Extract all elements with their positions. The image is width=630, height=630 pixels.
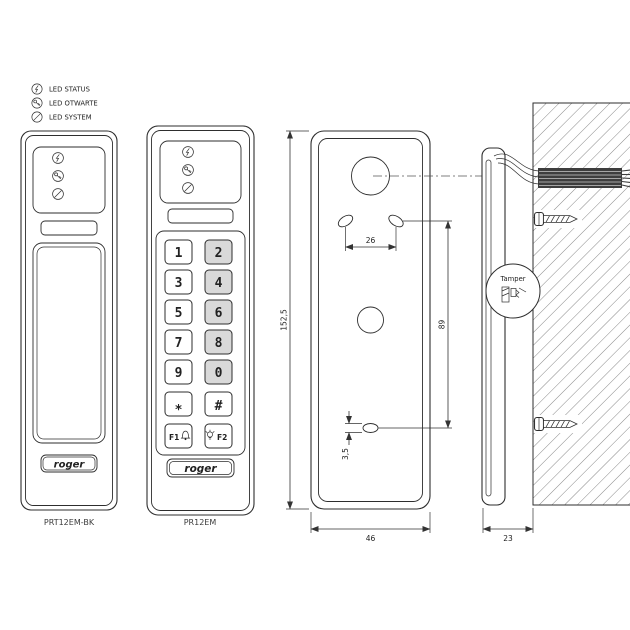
side-view: Tamper 23 [481, 102, 630, 543]
key-3: 3 [164, 269, 193, 295]
led-system-icon [31, 111, 43, 123]
device-prt12em-bk: roger PRT12EM-BK [20, 130, 118, 527]
dim-text-152-5: 152,5 [280, 309, 289, 331]
rear-view: 26 89 152,5 3,5 46 [280, 130, 502, 543]
svg-text:7: 7 [175, 336, 183, 351]
dimension-26: 26 [345, 227, 397, 251]
dimension-152-5: 152,5 [280, 130, 309, 510]
led-status-icon [31, 83, 43, 95]
mounting-screw-bottom [533, 415, 582, 433]
led-otwarte-icon [31, 97, 43, 109]
key-6: 6 [204, 299, 233, 325]
svg-text:F1: F1 [169, 433, 179, 442]
dimension-23: 23 [482, 508, 534, 543]
svg-text:8: 8 [215, 336, 223, 351]
top-hole [351, 156, 390, 196]
key-5: 5 [164, 299, 193, 325]
label-window [167, 208, 234, 224]
svg-text:2: 2 [215, 246, 223, 261]
mounting-slot-bottom [362, 423, 379, 433]
center-hole [357, 306, 384, 334]
key-8: 8 [204, 329, 233, 355]
dim-text-89: 89 [438, 320, 447, 330]
svg-text:#: # [215, 399, 223, 414]
tamper-detail: Tamper [485, 263, 541, 319]
svg-text:*: * [175, 403, 183, 418]
mounting-screw-top [533, 210, 582, 228]
dimension-3-5: 3,5 [341, 411, 362, 460]
mounting-slot-left [337, 214, 354, 228]
dim-text-3-5: 3,5 [341, 448, 350, 460]
brand-logo: roger [166, 458, 235, 478]
key-2: 2 [204, 239, 233, 265]
model-label-middle: PR12EM [184, 518, 217, 527]
key-1: 1 [164, 239, 193, 265]
svg-text:3: 3 [175, 276, 183, 291]
svg-text:4: 4 [215, 276, 223, 291]
rear-outline [310, 130, 431, 510]
key-0: 0 [204, 359, 233, 385]
device-pr12em: 1 2 3 4 5 6 7 8 9 0 * # F1 [146, 125, 255, 527]
detail-bubble [485, 263, 541, 319]
dimension-46: 46 [310, 512, 431, 543]
legend: LED STATUS LED OTWARTE LED SYSTEM [31, 83, 98, 123]
svg-text:0: 0 [215, 366, 223, 381]
tamper-label: Tamper [499, 275, 525, 283]
svg-text:6: 6 [215, 306, 223, 321]
key-hash: # [204, 391, 233, 417]
dim-text-26: 26 [366, 236, 376, 245]
keypad: 1 2 3 4 5 6 7 8 9 0 * # F1 [164, 239, 233, 449]
brand-text: roger [54, 460, 86, 471]
dim-text-46: 46 [366, 534, 376, 543]
svg-text:9: 9 [175, 366, 183, 381]
housing-outline [20, 130, 118, 511]
legend-label-otwarte: LED OTWARTE [49, 100, 98, 108]
key-f1: F1 [164, 423, 193, 449]
key-7: 7 [164, 329, 193, 355]
led-panel [32, 146, 106, 214]
svg-text:5: 5 [175, 306, 183, 321]
dimension-89: 89 [378, 220, 452, 429]
key-9: 9 [164, 359, 193, 385]
housing-inner-outline [25, 135, 113, 506]
bulb-icon [205, 429, 215, 440]
dim-text-23: 23 [503, 534, 513, 543]
keypad-panel [155, 230, 246, 456]
svg-text:1: 1 [175, 246, 183, 261]
housing-inner-outline [151, 130, 250, 511]
model-label-left: PRT12EM-BK [44, 518, 95, 527]
reader-panel [32, 242, 106, 444]
key-star: * [164, 391, 193, 418]
legend-label-status: LED STATUS [49, 86, 90, 94]
key-f2: F2 [204, 423, 233, 449]
rear-inner-outline [318, 138, 423, 502]
brand-logo: roger [40, 454, 98, 473]
svg-text:F2: F2 [217, 433, 227, 442]
housing-outline [146, 125, 255, 516]
wall-section [532, 102, 630, 506]
label-window [40, 220, 98, 236]
mounting-slot-right [388, 214, 404, 228]
key-4: 4 [204, 269, 233, 295]
cable-bundle [538, 168, 630, 188]
legend-label-system: LED SYSTEM [49, 114, 92, 122]
bell-icon [180, 430, 191, 441]
brand-text: roger [184, 463, 217, 475]
led-panel [159, 140, 242, 204]
connection-wires [493, 153, 540, 185]
device-side-profile [481, 147, 506, 506]
reader-panel-inner [36, 246, 102, 440]
